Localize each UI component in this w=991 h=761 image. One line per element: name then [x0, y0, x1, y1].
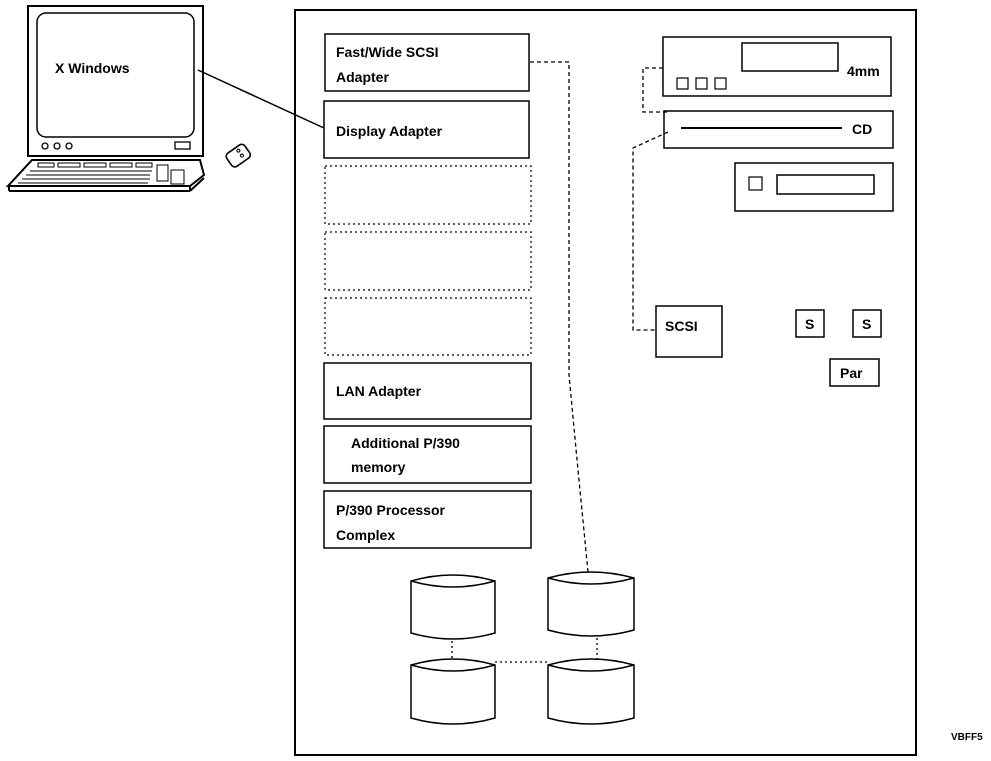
internal-scsi-cable	[632, 67, 669, 331]
display-adapter	[323, 100, 530, 159]
lan-adapter-label: LAN Adapter	[336, 383, 422, 399]
serial-port-1	[795, 309, 825, 338]
scsi-port	[655, 305, 723, 358]
processor-complex-label-line2: Complex	[336, 527, 395, 543]
disk-drive-icon	[410, 574, 496, 640]
cdrom-drive-label: CD	[852, 121, 872, 137]
monitor-button-icon	[41, 142, 49, 150]
disk-drive-icon	[410, 658, 496, 725]
monitor: X Windows	[27, 5, 204, 157]
fast-wide-scsi-adapter-label-line1: Fast/Wide SCSI	[336, 44, 439, 60]
parallel-port-label: Par	[840, 365, 863, 381]
empty-slot	[324, 231, 532, 291]
display-adapter-label: Display Adapter	[336, 123, 443, 139]
lan-adapter	[323, 362, 532, 420]
parallel-port	[829, 358, 880, 387]
empty-slot	[324, 297, 532, 356]
tape-drive-label: 4mm	[847, 63, 880, 79]
empty-slot	[324, 165, 532, 225]
additional-memory-card	[323, 425, 532, 484]
system-unit	[294, 9, 917, 756]
disk-drive-icon	[547, 571, 635, 637]
monitor-button-icon	[53, 142, 61, 150]
disk-drive-icon	[547, 658, 635, 725]
fast-wide-scsi-adapter-label-line2: Adapter	[336, 69, 389, 85]
removable-media-bays: 4mm CD	[662, 36, 894, 212]
keyboard-icon	[5, 159, 206, 192]
cdrom-drive: CD	[663, 110, 894, 149]
x-windows-label: X Windows	[55, 60, 130, 76]
figure-id: VBFF5	[951, 732, 983, 743]
mouse-icon	[225, 143, 252, 168]
additional-memory-label-line1: Additional P/390	[351, 435, 460, 451]
disk-interconnect	[451, 638, 598, 663]
display-cable	[197, 69, 325, 129]
scsi-disk-cable	[530, 61, 590, 583]
serial-port-2	[852, 309, 882, 338]
adapter-slots: Fast/Wide SCSI Adapter Display Adapter L…	[323, 33, 532, 549]
ports: SCSI S S Par	[655, 305, 882, 387]
processor-complex-label-line1: P/390 Processor	[336, 502, 446, 518]
additional-memory-label-line2: memory	[351, 459, 406, 475]
diskette-drive	[734, 162, 894, 212]
workstation: X Windows	[5, 5, 252, 192]
tape-drive-4mm: 4mm	[662, 36, 892, 97]
serial-port-2-label: S	[862, 316, 871, 332]
scsi-port-label: SCSI	[665, 318, 698, 334]
fast-wide-scsi-adapter	[324, 33, 530, 92]
monitor-button-icon	[65, 142, 73, 150]
serial-port-1-label: S	[805, 316, 814, 332]
processor-complex-card	[323, 490, 532, 549]
disk-drives	[410, 571, 635, 725]
